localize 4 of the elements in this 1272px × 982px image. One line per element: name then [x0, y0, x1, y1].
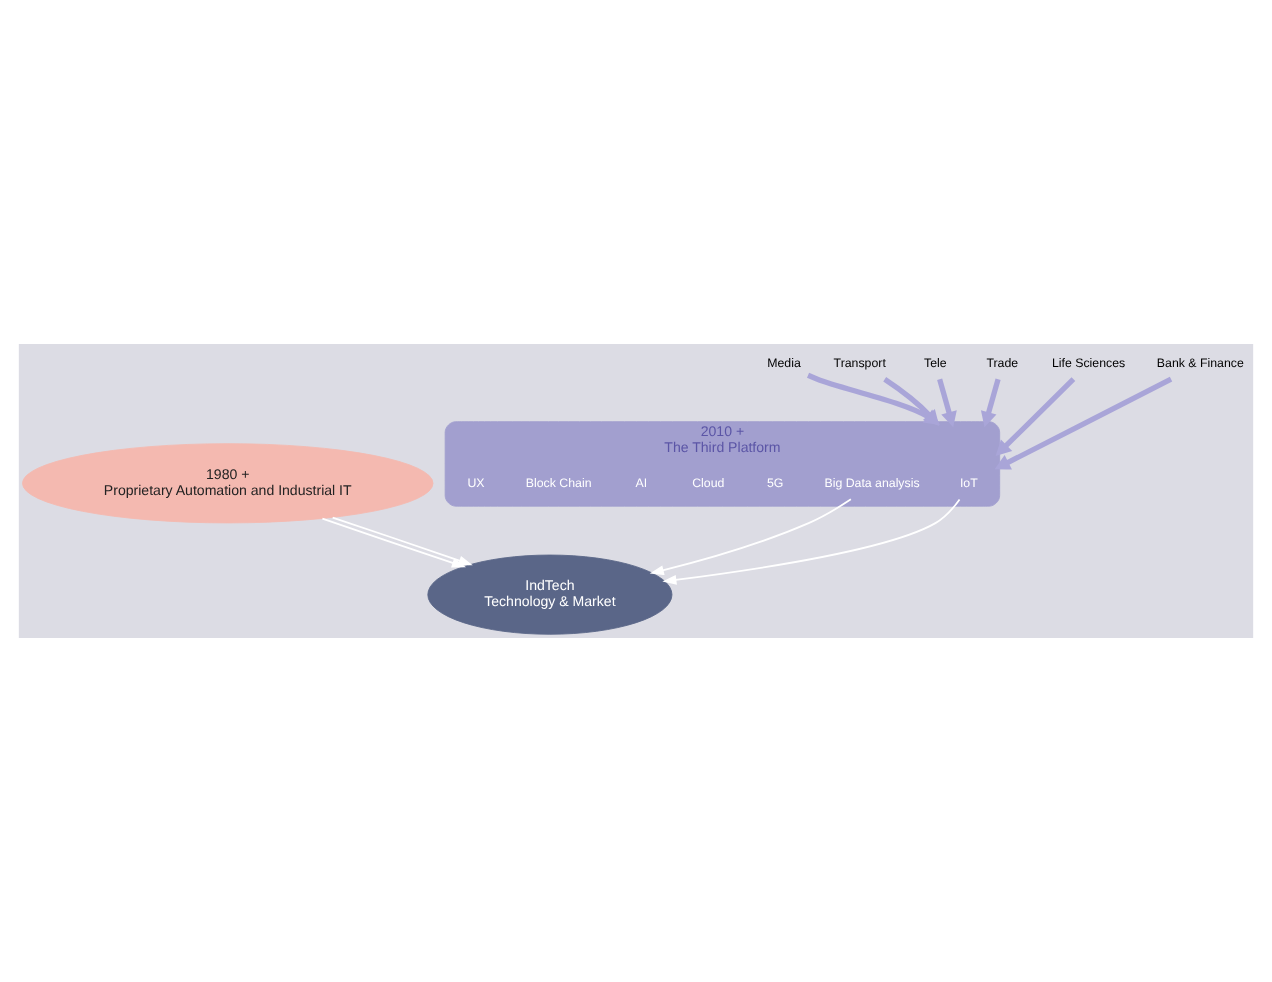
arrow — [994, 376, 1173, 470]
arrow — [937, 378, 957, 428]
arrow — [980, 378, 1001, 428]
arrow — [995, 377, 1076, 456]
